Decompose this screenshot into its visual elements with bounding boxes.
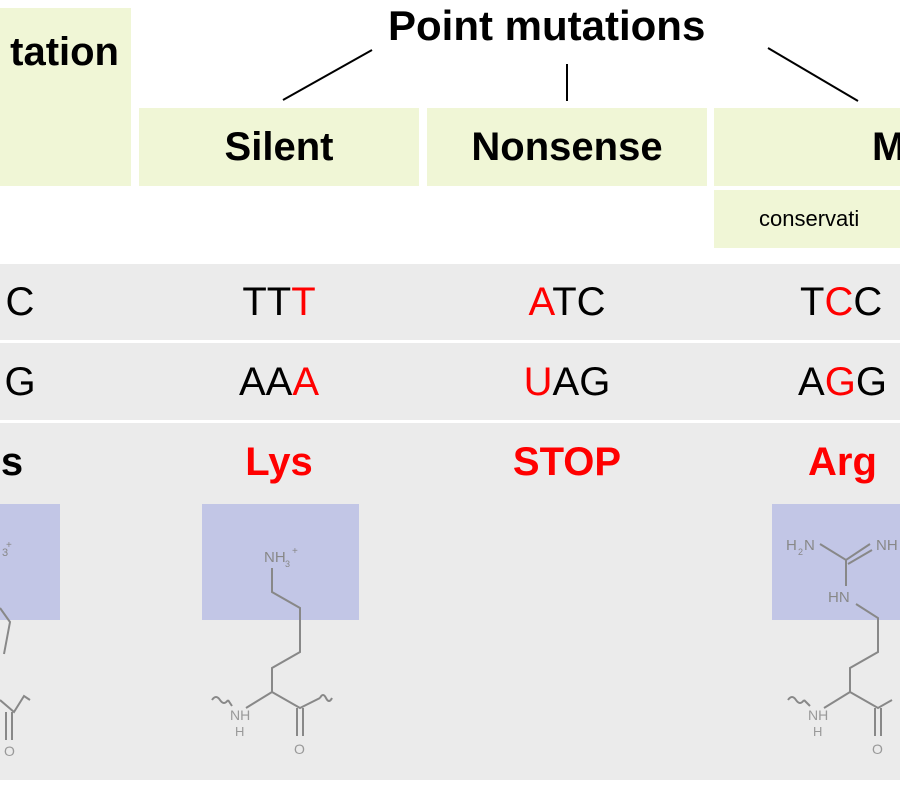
mrna-nonsense-mutation: U: [523, 360, 553, 404]
results-panel: [0, 264, 900, 780]
header-silent: Silent: [139, 108, 419, 186]
amino-acid-missense: Arg: [808, 440, 877, 484]
row-divider-1: [0, 340, 900, 343]
svg-text:2: 2: [798, 547, 803, 557]
header-left-mutation: tation: [0, 8, 131, 186]
codon-silent: TTT: [139, 280, 419, 325]
svg-text:+: +: [6, 540, 12, 551]
header-nonsense: Nonsense: [427, 108, 707, 186]
svg-text:NH: NH: [264, 549, 286, 566]
page-title: Point mutations: [388, 2, 706, 49]
codon-nonsense: ATC: [427, 280, 707, 325]
arginine-structure-drawing: H 2 N NH HN O NH H: [786, 537, 898, 757]
svg-text:NH: NH: [876, 537, 898, 554]
codon-left: C: [5, 280, 35, 324]
svg-text:H: H: [786, 537, 797, 554]
svg-text:HN: HN: [828, 589, 850, 606]
amino-acid-nonsense: STOP: [512, 440, 622, 484]
side-chain-box-left: [0, 504, 60, 620]
mrna-left: G: [4, 360, 36, 404]
mrna-silent: AAA: [139, 360, 419, 405]
codon-missense-prefix: T: [800, 280, 825, 324]
codon-missense: TCC: [800, 280, 882, 325]
codon-nonsense-suffix: TC: [552, 280, 606, 324]
mrna-missense-mutation: G: [824, 360, 856, 404]
lysine-structure-drawing: NH 3 + O NH H: [211, 546, 333, 757]
amino-acid-left: s: [0, 440, 24, 484]
codon-silent-prefix: TT: [242, 280, 292, 324]
header-silent-label: Silent: [224, 124, 334, 169]
codon-silent-mutation: T: [291, 280, 316, 324]
mrna-missense-suffix: G: [855, 360, 887, 404]
svg-text:NH: NH: [808, 707, 828, 723]
header-missense: M: [714, 108, 900, 186]
mrna-missense: AGG: [798, 360, 887, 405]
mrna-nonsense: UAG: [427, 360, 707, 405]
amino-acid-silent: Lys: [245, 440, 313, 484]
mrna-silent-prefix: AA: [238, 360, 293, 404]
subheader-conservative: conservati: [714, 190, 900, 248]
svg-text:O: O: [872, 741, 883, 757]
mrna-silent-mutation: A: [292, 360, 320, 404]
svg-text:H: H: [235, 724, 244, 739]
mrna-missense-prefix: A: [798, 360, 825, 404]
title-connector-lines: [282, 47, 859, 102]
header-nonsense-label: Nonsense: [471, 124, 663, 169]
svg-text:H: H: [813, 724, 822, 739]
codon-missense-mutation: C: [824, 280, 854, 324]
side-chain-box-arginine: [772, 504, 900, 620]
svg-text:NH: NH: [230, 707, 250, 723]
row-divider-2: [0, 420, 900, 423]
side-chain-box-lysine: [202, 504, 359, 620]
header-left-label: tation: [10, 29, 119, 74]
mrna-nonsense-suffix: AG: [552, 360, 611, 404]
svg-text:O: O: [294, 741, 305, 757]
header-missense-label: M: [872, 124, 900, 169]
svg-text:O: O: [4, 743, 15, 759]
left-structure-drawing: 3 + O: [0, 540, 31, 759]
svg-text:N: N: [804, 537, 815, 554]
svg-text:3: 3: [2, 547, 8, 559]
codon-missense-suffix: C: [853, 280, 883, 324]
svg-text:3: 3: [285, 559, 290, 569]
codon-nonsense-mutation: A: [528, 280, 553, 324]
svg-text:+: +: [292, 546, 298, 557]
